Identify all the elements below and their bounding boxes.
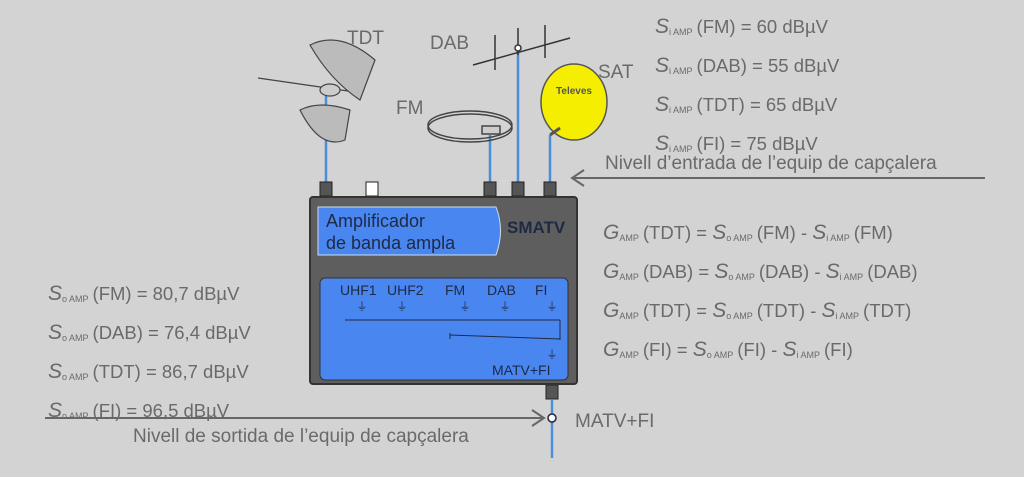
- amplifier-title: Amplificador de banda ampla: [326, 210, 455, 254]
- output-level-dab: So AMP(DAB) = 76,4 dBµV: [48, 321, 251, 344]
- fm-antenna-icon: [427, 110, 513, 143]
- port-dab: DAB: [487, 282, 516, 298]
- amplifier-port-panel: [319, 277, 569, 381]
- output-level-fm: So AMP(FM) = 80,7 dBµV: [48, 282, 240, 305]
- connector-fm: [483, 181, 497, 197]
- port-output: MATV+FI: [492, 362, 551, 378]
- gain-formulas: GAMP(TDT) = So AMP(FM) - Si AMP(FM) GAMP…: [603, 216, 918, 372]
- connector-uhf1: [319, 181, 333, 197]
- input-level-fm: Si AMP(FM) = 60 dBµV: [655, 15, 828, 38]
- output-tap-icon: [547, 413, 557, 423]
- output-label: MATV+FI: [575, 411, 655, 432]
- port-uhf2: UHF2: [387, 282, 424, 298]
- amplifier-title-line1: Amplificador: [326, 211, 426, 231]
- svg-text:⏚: ⏚: [460, 300, 471, 313]
- connector-uhf2: [365, 181, 379, 197]
- amplifier-label-panel: [317, 206, 501, 256]
- connector-fi: [543, 181, 557, 197]
- amplifier-title-line2: de banda ampla: [326, 233, 456, 253]
- tdt-antenna-icon: [257, 39, 376, 143]
- input-level-tdt: Si AMP(TDT) = 65 dBµV: [655, 93, 838, 116]
- svg-text:⏚: ⏚: [547, 348, 558, 361]
- output-level-fi: So AMP(FI) = 96,5 dBµV: [48, 399, 230, 422]
- input-level-fi: Si AMP(FI) = 75 dBµV: [655, 132, 818, 155]
- gain-formula: GAMP(TDT) = So AMP(TDT) - Si AMP(TDT): [603, 299, 912, 322]
- gain-formula: GAMP(TDT) = So AMP(FM) - Si AMP(FM): [603, 221, 893, 244]
- output-caption: Nivell de sortida de l’equip de capçaler…: [133, 426, 469, 447]
- dish-brand-logo: Televes: [556, 86, 592, 97]
- dab-antenna-icon: [472, 25, 571, 70]
- svg-text:⏚: ⏚: [547, 300, 558, 313]
- connector-dab: [511, 181, 525, 197]
- tdt-label: TDT: [347, 28, 384, 49]
- input-levels: Si AMP(FM) = 60 dBµV Si AMP(DAB) = 55 dB…: [655, 10, 839, 166]
- port-fi: FI: [535, 282, 548, 298]
- output-level-tdt: So AMP(TDT) = 86,7 dBµV: [48, 360, 249, 383]
- svg-text:⏚: ⏚: [397, 300, 408, 313]
- gain-formula: GAMP(FI) = So AMP(FI) - Si AMP(FI): [603, 338, 853, 361]
- sat-dish-icon: Televes: [540, 63, 608, 141]
- connector-output: [545, 384, 559, 400]
- port-uhf1: UHF1: [340, 282, 377, 298]
- fm-label: FM: [396, 98, 424, 119]
- sat-label: SAT: [598, 62, 634, 83]
- port-fm: FM: [445, 282, 466, 298]
- svg-text:⏚: ⏚: [500, 300, 511, 313]
- output-levels: So AMP(FM) = 80,7 dBµV So AMP(DAB) = 76,…: [48, 277, 251, 433]
- input-caption: Nivell d’entrada de l’equip de capçalera: [605, 153, 937, 174]
- dab-label: DAB: [430, 33, 470, 54]
- gain-formula: GAMP(DAB) = So AMP(DAB) - Si AMP(DAB): [603, 260, 918, 283]
- svg-text:⏚: ⏚: [357, 300, 368, 313]
- input-level-dab: Si AMP(DAB) = 55 dBµV: [655, 54, 840, 77]
- amplifier-brand: SMATV: [507, 218, 566, 237]
